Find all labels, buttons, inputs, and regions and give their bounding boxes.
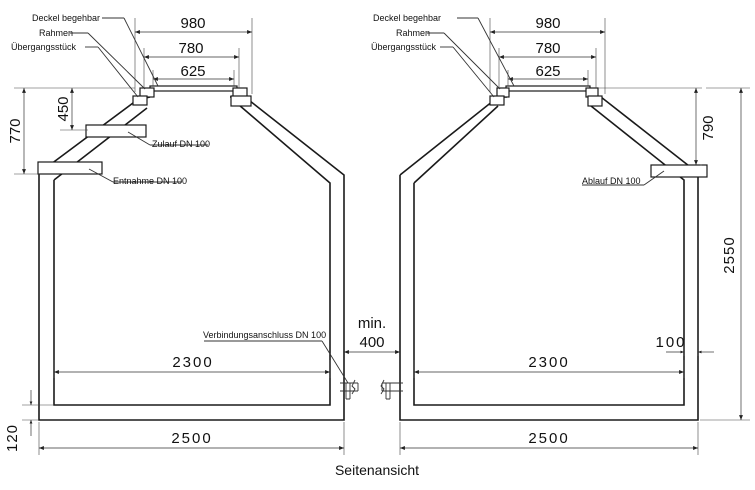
right-dimensions: 980 780 625 790 2550 100 2300 2500 xyxy=(399,15,750,455)
right-break-mark xyxy=(380,379,385,395)
dim-left-780: 780 xyxy=(178,40,203,57)
label-right-uebergang: Übergangsstück xyxy=(371,42,437,52)
left-break-mark xyxy=(351,379,356,395)
dim-right-2550: 2550 xyxy=(721,236,738,273)
label-left-entnahme: Entnahme DN 100 xyxy=(113,176,187,186)
right-tank-inner-wall xyxy=(413,105,685,406)
left-connection-pipe xyxy=(340,382,359,400)
left-dimensions: 980 780 625 770 450 2300 2500 120 xyxy=(4,15,345,455)
right-tank-outer-wall xyxy=(399,96,699,421)
label-left-verbindung: Verbindungsanschluss DN 100 xyxy=(203,330,326,340)
label-left-deckel: Deckel begehbar xyxy=(32,13,100,23)
middle-dimension: min. 400 xyxy=(344,315,400,354)
dim-right-100: 100 xyxy=(655,334,686,351)
right-outlet-pipe xyxy=(650,164,708,178)
left-transition-left xyxy=(132,95,148,106)
dim-left-770: 770 xyxy=(7,118,24,143)
left-inlet-pipe xyxy=(85,124,147,138)
right-tank xyxy=(380,85,708,421)
dim-left-980: 980 xyxy=(180,15,205,32)
label-right-ablauf: Ablauf DN 100 xyxy=(582,176,641,186)
right-lid xyxy=(505,85,591,92)
left-transition-right xyxy=(230,95,252,107)
dim-left-625: 625 xyxy=(180,63,205,80)
label-left-rahmen: Rahmen xyxy=(39,28,73,38)
label-right-rahmen: Rahmen xyxy=(396,28,430,38)
label-right-deckel: Deckel begehbar xyxy=(373,13,441,23)
dim-left-450: 450 xyxy=(55,96,72,121)
dim-right-980: 980 xyxy=(535,15,560,32)
label-left-uebergang: Übergangsstück xyxy=(11,42,77,52)
dim-left-120: 120 xyxy=(4,424,21,452)
caption-side-view: Seitenansicht xyxy=(335,462,419,478)
dim-right-2300: 2300 xyxy=(528,354,569,371)
right-labels: Deckel begehbar Rahmen Übergangsstück Ab… xyxy=(371,13,665,186)
label-left-zulauf: Zulauf DN 100 xyxy=(152,139,210,149)
right-transition-left xyxy=(489,95,505,106)
left-lid xyxy=(149,85,238,92)
dim-right-625: 625 xyxy=(535,63,560,80)
left-withdrawal-pipe xyxy=(37,161,103,175)
dim-left-2500: 2500 xyxy=(171,430,212,447)
dim-right-2500: 2500 xyxy=(528,430,569,447)
left-labels: Deckel begehbar Rahmen Übergangsstück Zu… xyxy=(11,13,349,384)
dim-right-780: 780 xyxy=(535,40,560,57)
dim-left-2300: 2300 xyxy=(172,354,213,371)
dim-min-label: min. xyxy=(358,315,386,332)
dim-right-790: 790 xyxy=(700,115,717,140)
right-transition-right xyxy=(587,95,603,107)
dim-min-400: 400 xyxy=(359,334,384,351)
